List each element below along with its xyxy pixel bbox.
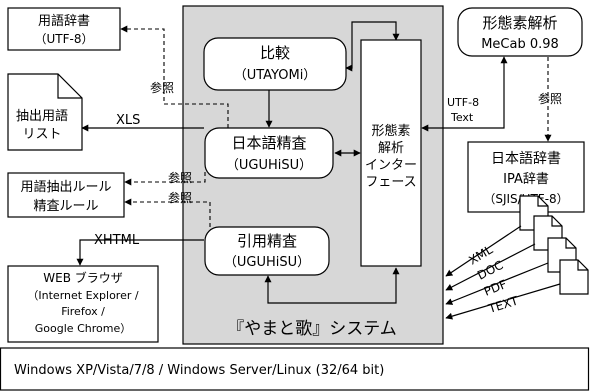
japanese-check-module: 日本語精査 （UGUHiSU） [204,127,334,179]
comparison-morph-connector [345,21,400,72]
svg-text:Google Chrome）: Google Chrome） [35,322,131,335]
svg-text:リスト: リスト [22,127,61,142]
rule-reference-connector-1 [124,172,206,186]
comparison-module: 比較 （UTAYOMi） [203,37,347,91]
quote-check-subtitle: （UGUHiSU） [224,255,310,270]
xhtml-connector [76,239,204,266]
comparison-title: 比較 [260,44,290,62]
extracted-term-list: 抽出用語 リスト [7,73,83,151]
glossary-box: 用語辞書 （UTF-8） [7,7,121,51]
svg-text:用語抽出ルール: 用語抽出ルール [20,179,111,195]
glossary-reference-connector [120,25,229,128]
svg-text:IPA辞書: IPA辞書 [503,172,549,187]
svg-text:日本語辞書: 日本語辞書 [491,151,561,167]
svg-text:Firefox /: Firefox / [61,305,105,318]
svg-text:解析: 解析 [378,141,404,156]
svg-text:抽出用語: 抽出用語 [16,108,68,124]
svg-text:用語辞書: 用語辞書 [38,13,90,29]
svg-text:（Internet Explorer /: （Internet Explorer / [27,289,138,302]
svg-text:形態素解析: 形態素解析 [482,14,557,32]
os-platform-bar: Windows XP/Vista/7/8 / Windows Server/Li… [0,347,590,391]
svg-text:参照: 参照 [538,91,562,106]
svg-text:UTF-8: UTF-8 [447,96,479,109]
svg-text:XLS: XLS [116,113,140,128]
web-browser-box: WEB ブラウザ （Internet Explorer / Firefox / … [7,265,159,343]
os-platform-label: Windows XP/Vista/7/8 / Windows Server/Li… [14,363,384,378]
quote-morph-connector [264,267,400,304]
svg-text:参照: 参照 [168,190,192,205]
svg-text:精査ルール: 精査ルール [33,199,98,214]
svg-text:Text: Text [450,111,474,124]
rule-reference-connector-2 [124,198,211,227]
format-arrows [445,225,561,320]
svg-text:参照: 参照 [150,80,174,95]
svg-text:WEB ブラウザ: WEB ブラウザ [43,270,123,285]
svg-text:インター: インター [365,158,417,173]
mecab-box: 形態素解析 MeCab 0.98 [457,7,583,57]
japanese-check-subtitle: （UGUHiSU） [226,158,312,173]
mecab-connector [421,56,508,132]
morphological-interface: 形態素 解析 インター フェース [360,39,422,267]
quote-check-module: 引用精査 （UGUHiSU） [204,226,330,276]
japanese-check-title: 日本語精査 [231,134,306,152]
comparison-subtitle: （UTAYOMi） [234,68,317,83]
svg-text:形態素: 形態素 [371,123,410,139]
document-stack [519,195,589,295]
svg-text:MeCab 0.98: MeCab 0.98 [481,37,559,52]
quote-check-title: 引用精査 [237,232,297,250]
svg-text:XHTML: XHTML [94,233,140,248]
system-title: 『やまと歌』システム [227,319,397,339]
svg-text:（UTF-8）: （UTF-8） [35,32,94,46]
rules-box: 用語抽出ルール 精査ルール [7,172,125,218]
svg-text:参照: 参照 [168,170,192,185]
svg-text:フェース: フェース [365,175,416,190]
